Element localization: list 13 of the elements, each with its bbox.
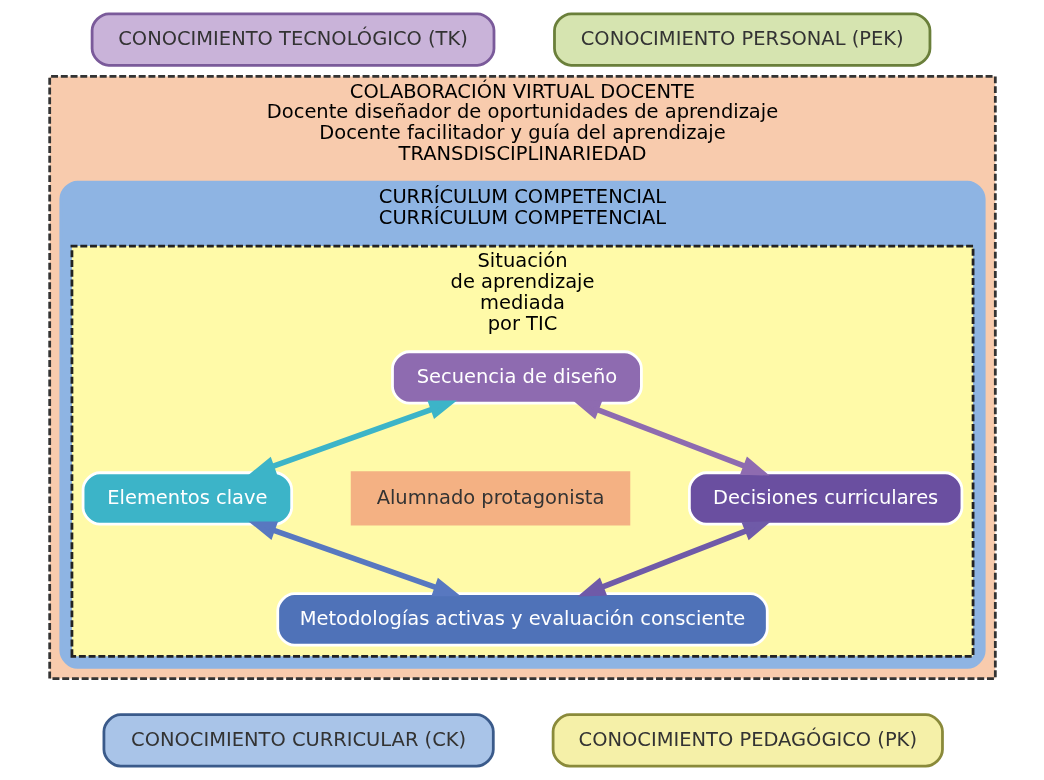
node-box: Elementos clave: [81, 471, 293, 526]
arrow: [577, 521, 771, 597]
arrow: [247, 521, 461, 597]
node-box: Alumnado protagonista: [350, 471, 630, 526]
node-box: Secuencia de diseño: [390, 350, 643, 405]
node-box: CONOCIMIENTO CURRICULAR (CK): [102, 713, 495, 768]
node-box: CONOCIMIENTO PERSONAL (PEK): [552, 12, 931, 67]
node-box: CONOCIMIENTO TECNOLÓGICO (TK): [90, 12, 495, 67]
arrow: [572, 400, 769, 476]
arrow: [247, 400, 457, 476]
node-box: Decisiones curriculares: [687, 471, 963, 526]
node-box: Metodologías activas y evaluación consciente: [275, 592, 769, 647]
node-box: CONOCIMIENTO PEDAGÓGICO (PK): [551, 713, 944, 768]
